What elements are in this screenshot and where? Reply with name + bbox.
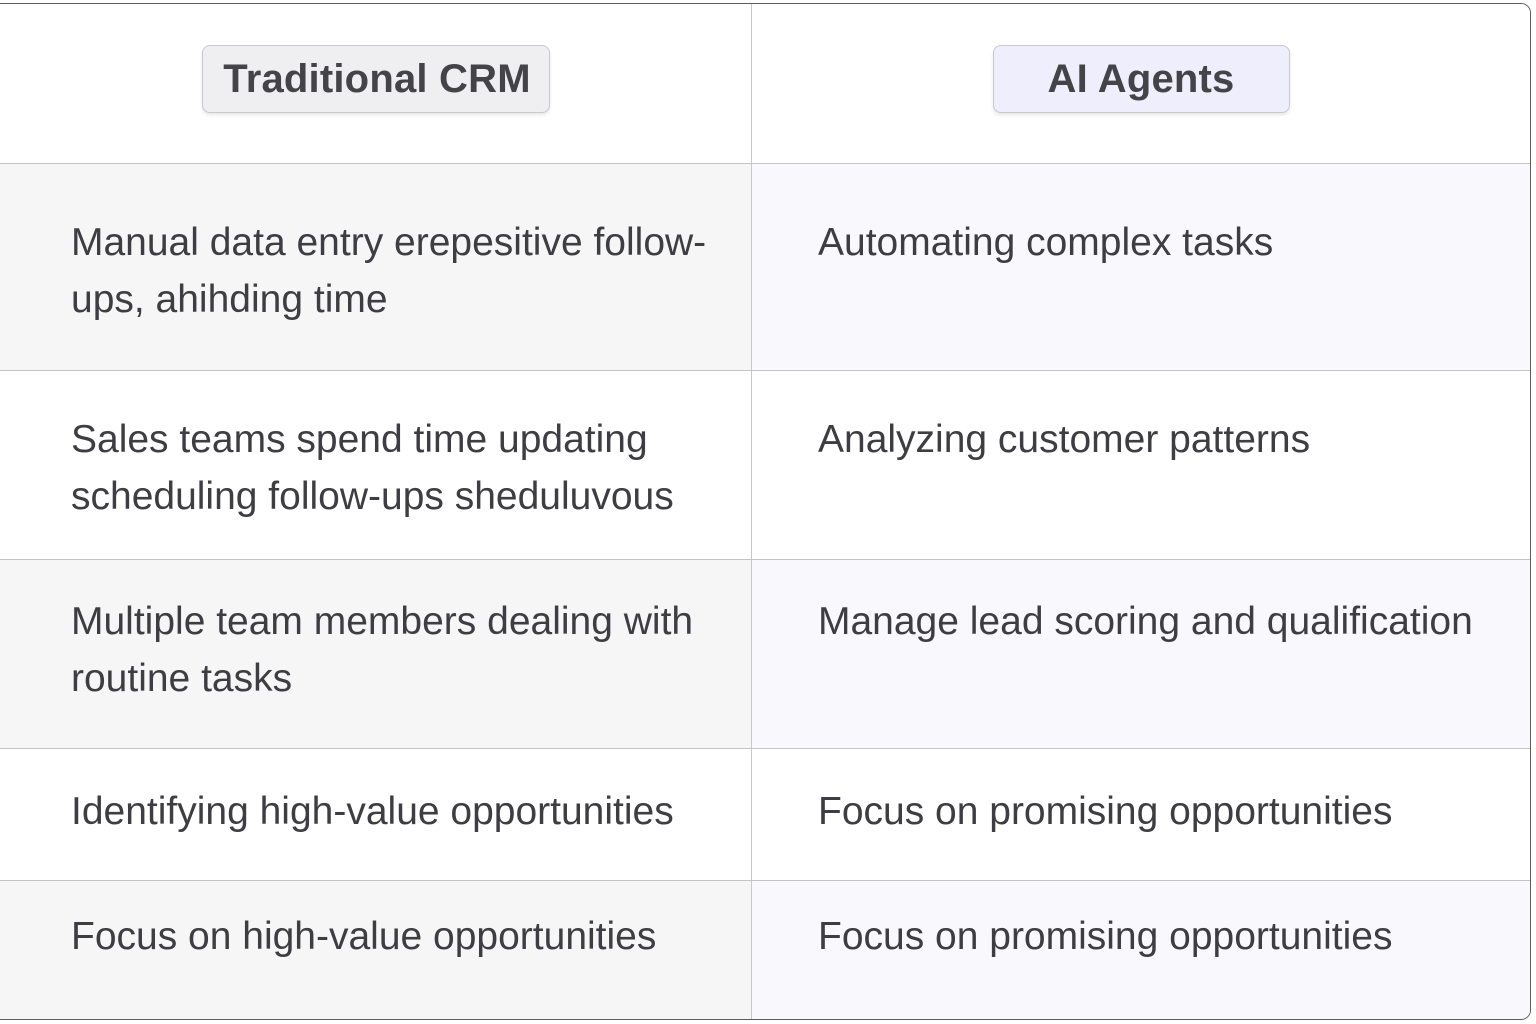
traditional-crm-text: Manual data entry erepesitive follow-ups… (71, 221, 707, 321)
ai-agents-text: Manage lead scoring and qualification (818, 600, 1473, 643)
table-row-5-traditional-cell: Focus on high-value opportunities (0, 881, 752, 1019)
comparison-table: Traditional CRM AI Agents Manual data en… (0, 3, 1531, 1020)
traditional-crm-text: Focus on high-value opportunities (71, 915, 657, 958)
ai-agents-text: Automating complex tasks (818, 221, 1274, 264)
table-row-1-traditional-cell: Manual data entry erepesitive follow-ups… (0, 164, 752, 371)
table-row-1-ai-cell: Automating complex tasks (752, 164, 1530, 371)
ai-agents-text: Analyzing customer patterns (818, 418, 1311, 461)
header-cell-traditional-crm: Traditional CRM (0, 4, 752, 164)
table-row-5-ai-cell: Focus on promising opportunities (752, 881, 1530, 1019)
traditional-crm-text: Multiple team members dealing with routi… (71, 600, 694, 700)
table-row-3-traditional-cell: Multiple team members dealing with routi… (0, 560, 752, 749)
table-row-4-ai-cell: Focus on promising opportunities (752, 749, 1530, 881)
table-row-2-ai-cell: Analyzing customer patterns (752, 371, 1530, 560)
column-header-traditional-crm: Traditional CRM (202, 44, 550, 113)
traditional-crm-text: Identifying high-value opportunities (71, 790, 674, 833)
traditional-crm-text: Sales teams spend time updating scheduli… (71, 418, 674, 518)
table-row-2-traditional-cell: Sales teams spend time updating scheduli… (0, 371, 752, 560)
table-row-3-ai-cell: Manage lead scoring and qualification (752, 560, 1530, 749)
column-header-ai-agents: AI Agents (992, 44, 1290, 113)
header-cell-ai-agents: AI Agents (752, 4, 1530, 164)
comparison-grid: Traditional CRM AI Agents Manual data en… (0, 4, 1530, 1019)
ai-agents-text: Focus on promising opportunities (818, 790, 1393, 833)
ai-agents-text: Focus on promising opportunities (818, 915, 1393, 958)
table-row-4-traditional-cell: Identifying high-value opportunities (0, 749, 752, 881)
